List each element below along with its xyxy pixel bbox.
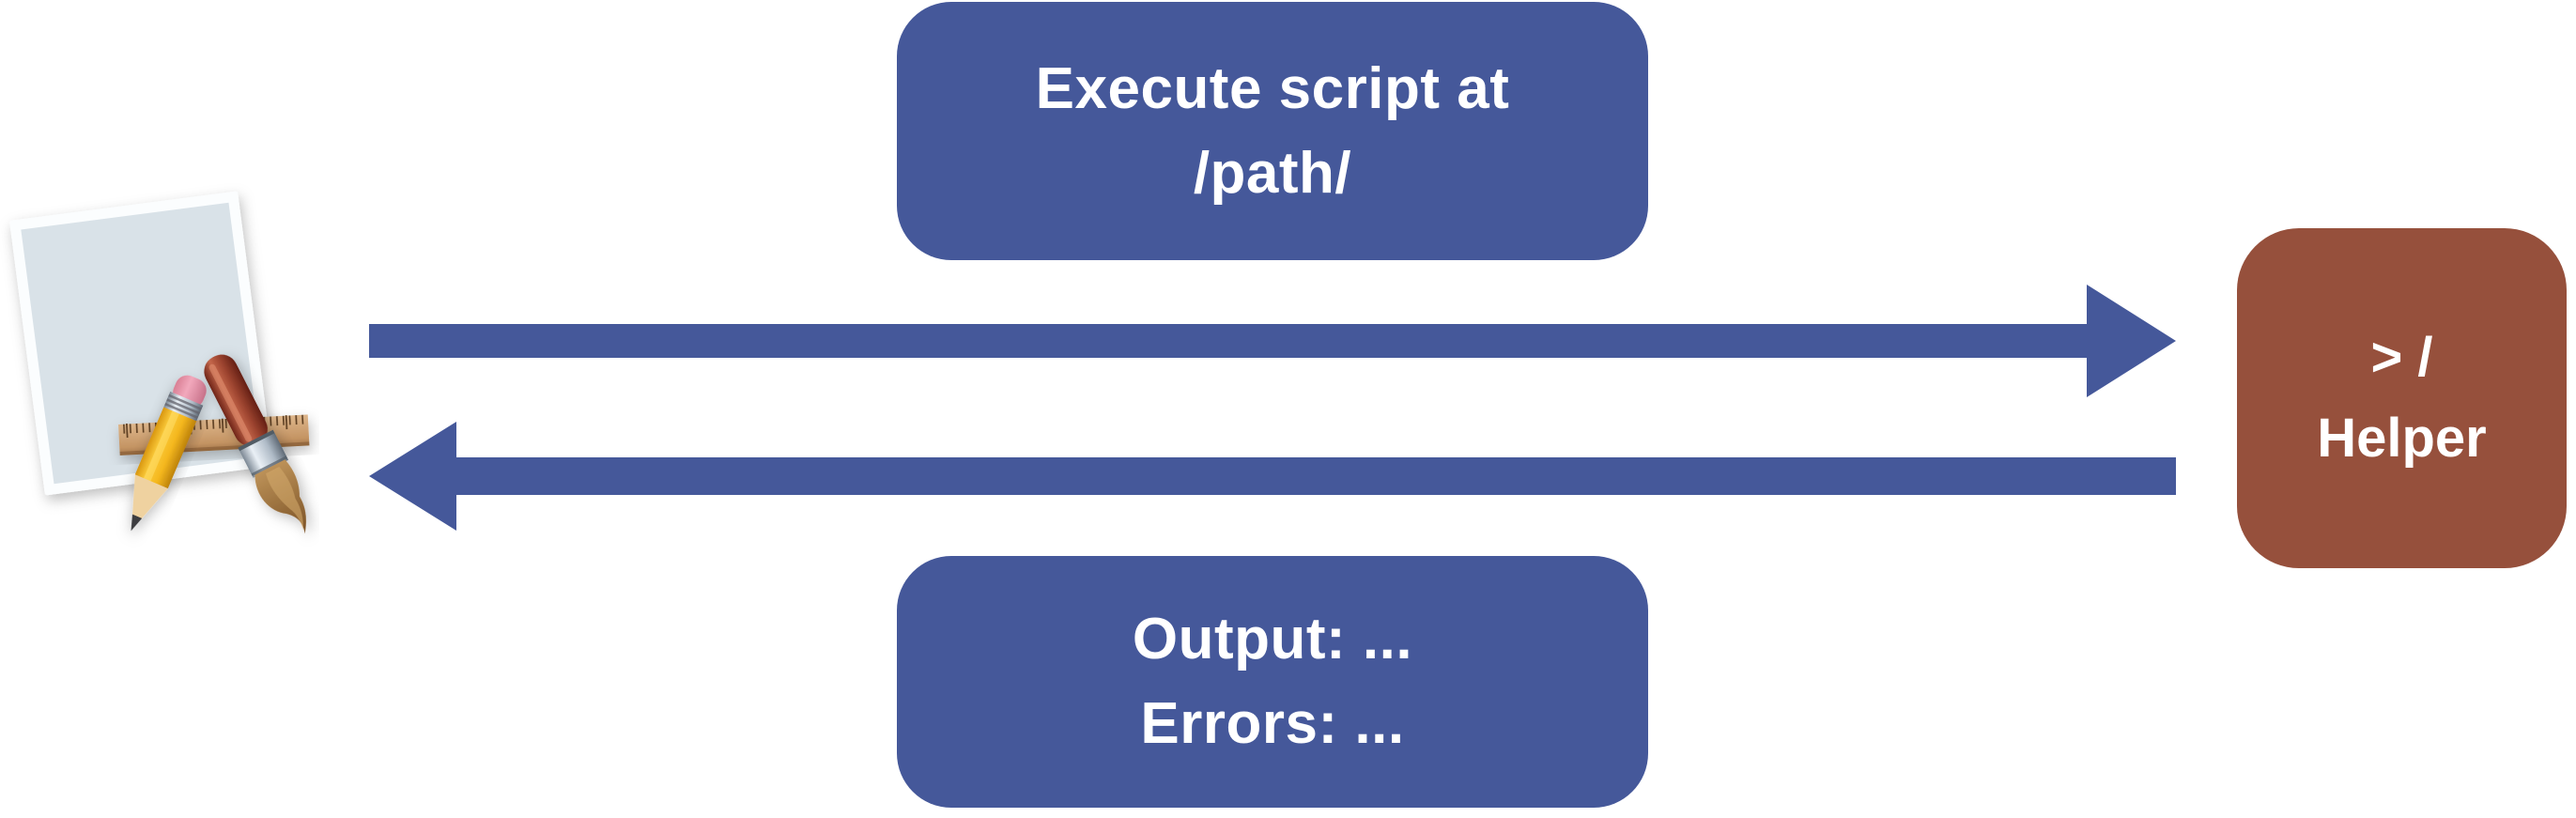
response-line-1: Output: ... [1132, 607, 1413, 671]
icon-pencil [131, 375, 207, 532]
response-line-2: Errors: ... [1140, 691, 1405, 756]
response-callout: Output: ... Errors: ... [897, 556, 1648, 808]
request-line-1: Execute script at [1035, 55, 1510, 121]
arrow-request [369, 285, 2176, 397]
request-callout: Execute script at /path/ [897, 2, 1648, 260]
helper-line-2: Helper [2317, 408, 2487, 469]
request-line-2: /path/ [1193, 140, 1352, 206]
helper-node: > / Helper [2237, 228, 2567, 568]
macos-app-icon [9, 191, 310, 534]
helper-line-1: > / [2370, 327, 2433, 388]
arrow-response [369, 422, 2176, 531]
icon-paper [9, 191, 273, 496]
icon-paintbrush [204, 354, 306, 534]
